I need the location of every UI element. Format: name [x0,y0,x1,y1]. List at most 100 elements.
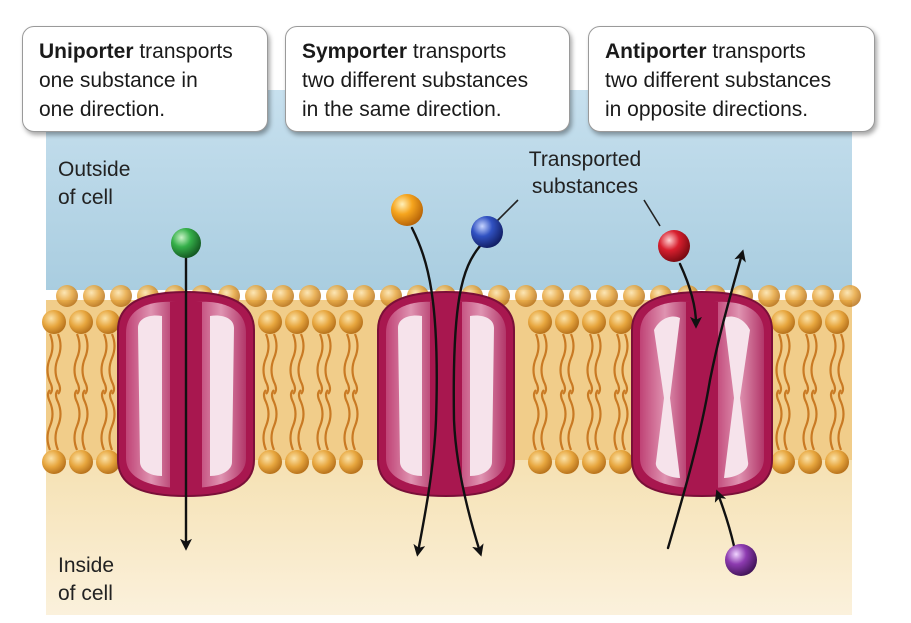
lipid-head [312,450,336,474]
lipid-tail [594,333,602,395]
inside-cell-label: Inside of cell [58,552,114,608]
lipid-tail [567,333,575,395]
lipid-head [326,285,348,307]
label-line: of cell [58,186,113,209]
purple-solute [725,544,757,576]
symporter-term: Symporter [302,40,408,63]
label-line: substances [531,175,639,198]
lipid-head [285,450,309,474]
lipid-tail [810,389,818,451]
lipid-tail [532,389,540,451]
symporter-arrow-blue [452,244,484,557]
lipid-tail [586,389,594,451]
caption-line: in opposite directions. [605,98,809,121]
lipid-heads-outer [42,310,849,334]
antiporter-arrow-out [666,249,746,550]
lipid-head [839,285,861,307]
transport-arrows [180,226,746,557]
lipid-tail [810,333,818,395]
caption-text: transports [133,40,233,63]
transported-substances-label: Transported substances [510,146,660,200]
lipid-tail [613,333,621,395]
lipid-tail [837,389,845,451]
lipid-head [555,310,579,334]
lipid-tail [775,333,783,395]
caption-text: transports [706,40,806,63]
callout-lines [495,199,661,227]
lipid-tail [621,389,629,451]
lipid-tail [324,333,332,395]
antiporter-arrow-purple [714,489,736,548]
caption-line: in the same direction. [302,98,502,121]
lipid-head [528,310,552,334]
label-line: Transported [528,148,642,171]
lipid-tail [316,333,324,395]
lipid-head [299,285,321,307]
lipid-head [528,450,552,474]
lipid-head [609,450,633,474]
lipid-tail [829,389,837,451]
lipid-tail [621,333,629,395]
lipid-head [771,450,795,474]
antiporter-caption: Antiporter transports two different subs… [588,26,875,132]
antiporter-protein [631,290,773,498]
lipid-tail [262,333,270,395]
lipid-head [110,285,132,307]
lipid-head [245,285,267,307]
antiporter-term: Antiporter [605,40,707,63]
lipid-tails-outer [46,333,845,395]
lipid-head [258,450,282,474]
lipid-head [596,285,618,307]
lipid-tail [100,333,108,395]
lipid-tail [783,389,791,451]
orange-solute [391,194,423,226]
lipid-head [339,450,363,474]
lipid-head [812,285,834,307]
lipid-tail [802,333,810,395]
lipid-head [353,285,375,307]
lipid-tail [783,333,791,395]
label-line: Inside [58,554,115,577]
lipid-head [258,310,282,334]
lipid-head [42,450,66,474]
antiporter-arrow-red [678,262,702,329]
lipid-tail [46,389,54,451]
lipid-tail [559,389,567,451]
lipid-tail [567,389,575,451]
lipid-head [96,310,120,334]
uniporter-term: Uniporter [39,40,134,63]
lipid-head [69,310,93,334]
lipid-tail [297,333,305,395]
lipid-tail [73,333,81,395]
lipid-head [96,450,120,474]
lipid-head [69,450,93,474]
lipid-tail [343,333,351,395]
outside-cell-label: Outside of cell [58,156,130,212]
lipid-head [569,285,591,307]
symporter-arrow-orange [410,226,438,557]
caption-line: one direction. [39,98,166,121]
green-solute [171,228,201,258]
lipid-head [312,310,336,334]
lipid-head [83,285,105,307]
lipid-tail [351,389,359,451]
lipid-tail [73,389,81,451]
lipid-tail [613,389,621,451]
lipid-tail [837,333,845,395]
lipid-tail [54,333,62,395]
caption-text: transports [407,40,507,63]
lipid-head [339,310,363,334]
lipid-tail [532,333,540,395]
lipid-tail [324,389,332,451]
lipid-tail [270,389,278,451]
lipid-tail [270,333,278,395]
lipid-head [285,310,309,334]
lipid-head [272,285,294,307]
lipid-tail [108,389,116,451]
lipid-head [56,285,78,307]
lipid-tail [100,389,108,451]
lipid-head [798,450,822,474]
caption-line: two different substances [605,69,832,92]
lipid-tail [297,389,305,451]
